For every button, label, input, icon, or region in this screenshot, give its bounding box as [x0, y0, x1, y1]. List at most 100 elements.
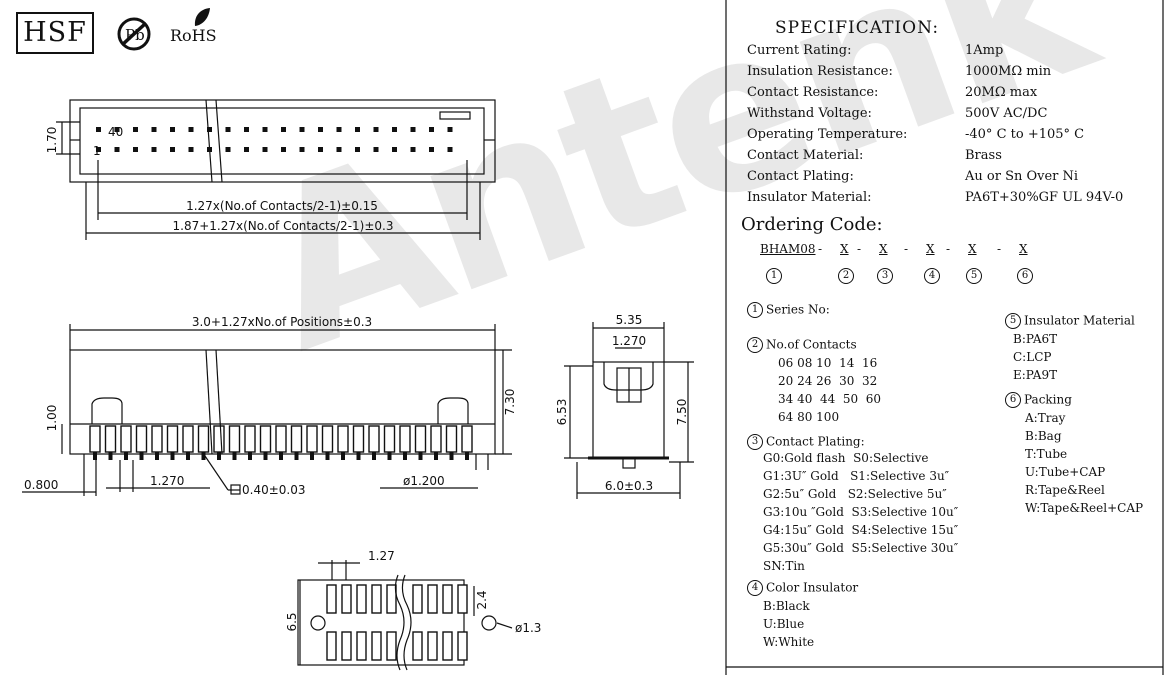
ordering-code-index: 2 — [838, 268, 857, 284]
side-contact-tail — [248, 452, 252, 460]
side-contact-tail — [356, 452, 361, 460]
contact-pin — [318, 127, 323, 132]
spec-label: Withstand Voltage: — [747, 106, 872, 121]
side-contact-tail — [449, 452, 454, 460]
list-item: 64 80 100 — [778, 410, 840, 424]
side-dim-hole: ø1.200 — [403, 474, 445, 488]
footprint-pad — [386, 631, 397, 661]
side-contact — [306, 425, 318, 453]
side-dim-width: 3.0+1.27xNo.of Positions±0.3 — [192, 315, 372, 329]
spec-label: Insulator Material: — [747, 190, 872, 205]
contact-pin — [207, 127, 212, 132]
side-dim-pitch: 1.270 — [150, 474, 184, 488]
spec-value: 1000MΩ min — [965, 64, 1052, 79]
end-dim-top: 5.35 — [616, 313, 643, 327]
side-contact-tail — [139, 452, 144, 460]
ordering-code-separator: - — [946, 242, 951, 256]
ordering-code-part: X — [968, 242, 977, 256]
side-contact-tail — [155, 452, 159, 460]
contact-pin — [133, 127, 138, 132]
spec-value: 20MΩ max — [965, 85, 1038, 100]
list-item: B:Bag — [1025, 429, 1062, 443]
list-item: G3:10u ″Gold S3:Selective 10u″ — [763, 505, 959, 519]
list-item: G4:15u″ Gold S4:Selective 15u″ — [763, 523, 959, 537]
side-contact — [383, 425, 396, 453]
contact-pin — [336, 147, 342, 152]
leaf-icon — [194, 8, 210, 26]
footprint-pad — [457, 584, 468, 614]
fp-dim-pitch: 1.27 — [368, 549, 395, 563]
side-contact — [290, 425, 303, 453]
contact-pin — [429, 147, 434, 152]
spec-title: SPECIFICATION: — [775, 18, 940, 38]
contact-pin — [151, 127, 157, 132]
end-dim-left: 6.53 — [555, 399, 569, 426]
side-contact-tail — [232, 452, 237, 460]
contact-pin — [170, 127, 175, 132]
contact-pin — [262, 127, 268, 132]
side-contact — [228, 425, 241, 453]
fp-dim-row: 2.4 — [475, 590, 489, 609]
ordering-code-part: X — [840, 242, 849, 256]
contact-pin — [318, 147, 323, 152]
contact-pin — [225, 147, 231, 152]
contact-pin — [355, 147, 360, 152]
contact-pin — [151, 147, 157, 152]
contact-pin — [336, 127, 342, 132]
side-contact — [352, 425, 365, 453]
side-contact — [275, 425, 287, 453]
contact-pin — [447, 127, 453, 132]
footprint-pad — [371, 584, 382, 614]
list-item: G2:5u″ Gold S2:Selective 5u″ — [763, 487, 947, 501]
footprint-pad — [457, 631, 468, 661]
spec-label: Insulation Resistance: — [747, 64, 893, 79]
footprint-pad — [442, 584, 453, 614]
side-contact — [197, 425, 210, 453]
side-contact — [259, 425, 272, 453]
end-dim-bottom: 6.0±0.3 — [605, 479, 653, 493]
spec-label: Operating Temperature: — [747, 127, 908, 142]
contact-pin — [355, 127, 360, 132]
side-dim-height: 7.30 — [503, 389, 517, 416]
footprint-pad — [341, 584, 352, 614]
footprint-pad — [356, 584, 367, 614]
list-item: SN:Tin — [763, 559, 805, 573]
side-contact — [213, 425, 225, 453]
footprint-pad — [356, 631, 367, 661]
footprint-pad — [326, 584, 337, 614]
spec-label: Contact Plating: — [747, 169, 854, 184]
contact-pin — [410, 127, 416, 132]
ordering-code-part: X — [879, 242, 888, 256]
side-contact — [445, 425, 458, 453]
contact-pin — [96, 147, 101, 152]
contact-pin — [299, 147, 305, 152]
list-item: E:PA9T — [1013, 368, 1058, 382]
list-item: T:Tube — [1025, 447, 1068, 461]
top-dim-height: 1.70 — [45, 127, 59, 154]
contact-pin — [133, 147, 138, 152]
list-item: A:Tray — [1025, 411, 1066, 425]
contact-pin — [262, 147, 268, 152]
side-contact-tail — [279, 452, 283, 460]
spec-value: Au or Sn Over Ni — [965, 169, 1079, 184]
side-contact-tail — [341, 452, 345, 460]
side-contact-tail — [93, 452, 97, 460]
list-item: B:PA6T — [1013, 332, 1058, 346]
contact-pin — [429, 127, 434, 132]
ordering-code-index: 5 — [966, 268, 985, 284]
side-contact-tail — [108, 452, 113, 460]
side-contact-tail — [217, 452, 221, 460]
contact-pin — [281, 147, 286, 152]
contact-pin — [114, 147, 120, 152]
side-contact — [182, 425, 194, 453]
side-contact — [414, 425, 427, 453]
spec-value: Brass — [965, 148, 1002, 163]
contact-pin — [207, 147, 212, 152]
side-contact — [337, 425, 349, 453]
pb-free-icon: Pb — [117, 17, 151, 51]
